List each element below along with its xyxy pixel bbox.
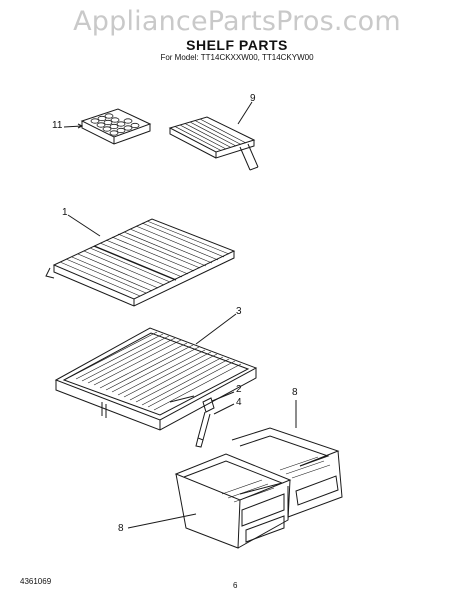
wire-shelf-part xyxy=(45,218,236,307)
leader-8-left xyxy=(127,513,197,529)
small-wire-shelf-part xyxy=(168,116,259,171)
model-line: For Model: TT14CKXXW00, TT14CKYW00 xyxy=(160,53,314,62)
callout-1: 1 xyxy=(62,207,68,218)
crisper-drawers-part xyxy=(174,427,343,549)
leader-1 xyxy=(67,214,101,237)
watermark-text: AppliancePartsPros.com xyxy=(73,6,401,37)
callout-4: 4 xyxy=(236,397,242,408)
leader-3 xyxy=(195,313,237,345)
page-number: 6 xyxy=(233,581,238,590)
leader-11 xyxy=(63,125,83,128)
callout-9: 9 xyxy=(250,93,256,104)
leader-2 xyxy=(211,391,235,402)
callout-3: 3 xyxy=(236,306,242,317)
ice-tray-part xyxy=(80,108,152,145)
page-title: SHELF PARTS xyxy=(186,37,288,53)
leader-4 xyxy=(213,403,235,415)
slide-shelf-part xyxy=(54,327,258,431)
callout-8-right: 8 xyxy=(292,387,298,398)
document-number: 4361069 xyxy=(20,577,52,586)
callout-11: 11 xyxy=(52,120,63,131)
callout-2: 2 xyxy=(236,384,242,395)
shelf-bracket-part xyxy=(195,397,215,448)
callout-8-left: 8 xyxy=(118,523,124,534)
leader-9 xyxy=(237,101,253,125)
